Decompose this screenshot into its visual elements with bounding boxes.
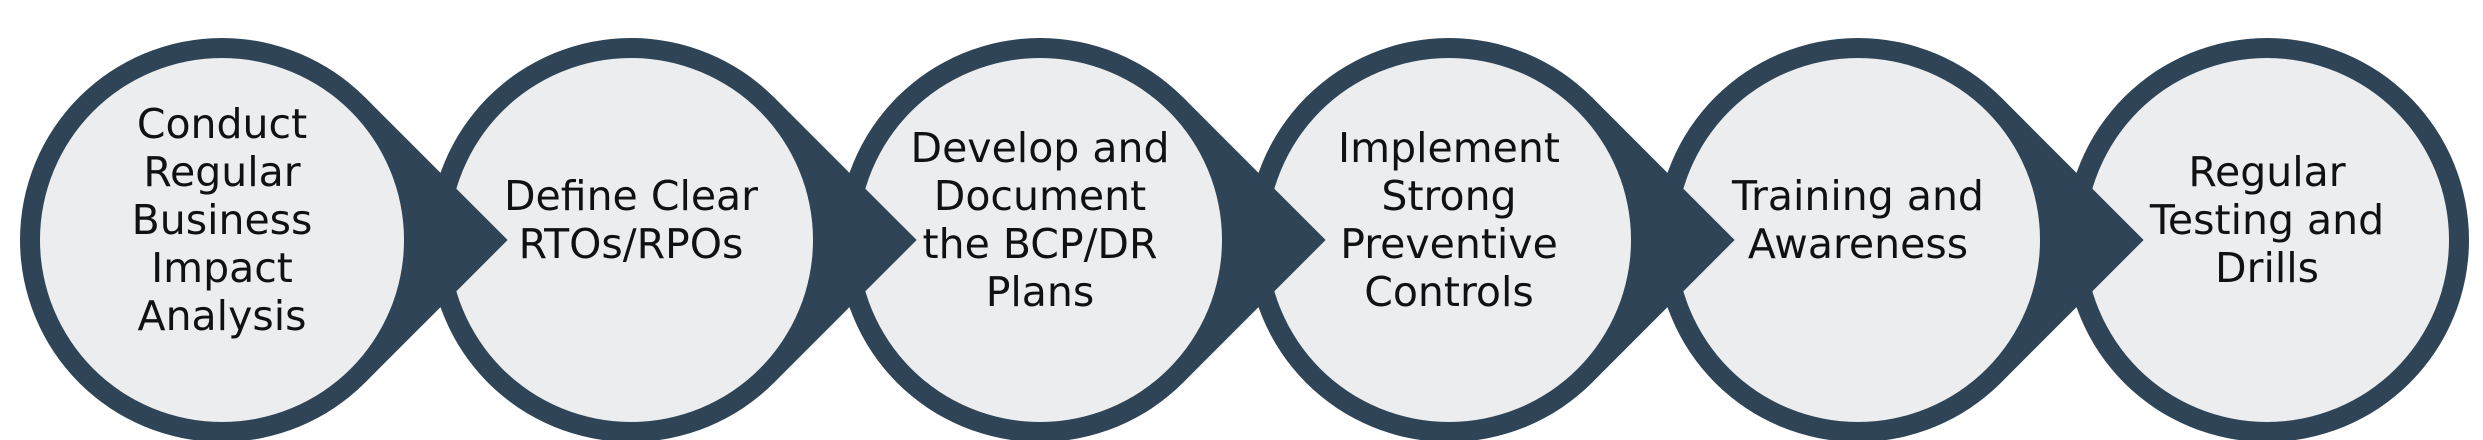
step-disc — [2085, 58, 2449, 422]
step-node — [2065, 38, 2469, 440]
step-node — [429, 38, 917, 440]
step-disc — [449, 58, 813, 422]
step-node — [1247, 38, 1735, 440]
step-disc — [1267, 58, 1631, 422]
step-disc — [858, 58, 1222, 422]
step-node — [20, 38, 508, 440]
step-disc — [1676, 58, 2040, 422]
step-node — [1656, 38, 2144, 440]
step-node — [838, 38, 1326, 440]
step-disc — [40, 58, 404, 422]
